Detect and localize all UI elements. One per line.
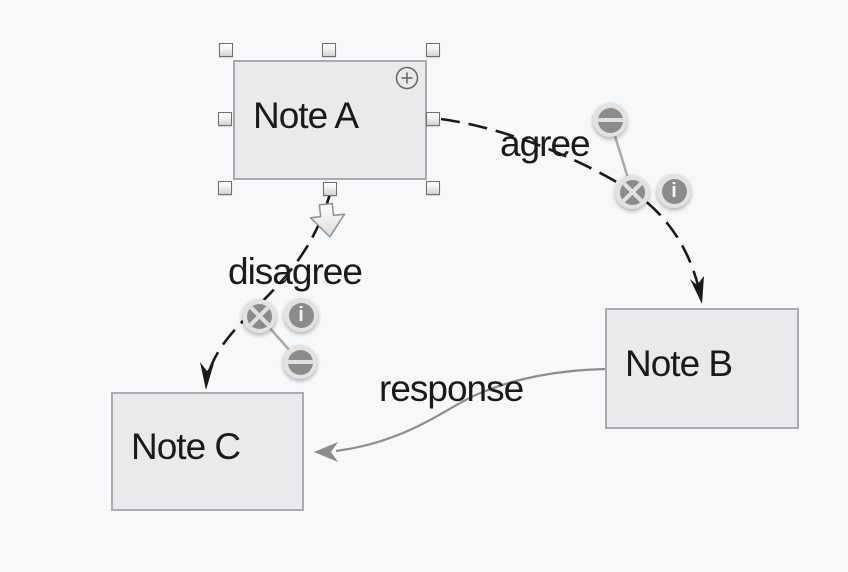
info-button[interactable]: i — [284, 298, 318, 332]
note-b-label: Note B — [625, 343, 733, 384]
resize-handle-bottom-middle[interactable] — [323, 182, 337, 196]
info-icon: i — [288, 302, 314, 328]
note-c-label: Note C — [131, 426, 241, 467]
remove-button[interactable] — [283, 345, 317, 379]
resize-handle-top-middle[interactable] — [322, 43, 336, 57]
minus-icon — [597, 107, 623, 133]
disagree-arrowhead — [200, 362, 214, 390]
response-connection-line — [335, 367, 606, 453]
connection-label-disagree: disagree — [228, 251, 363, 292]
resize-handle-top-left[interactable] — [219, 43, 233, 57]
resize-handle-top-right[interactable] — [426, 43, 440, 57]
plus-icon[interactable] — [395, 66, 419, 90]
note-a-label: Note A — [253, 94, 359, 136]
delete-connection-button[interactable] — [242, 299, 276, 333]
resize-handle-bottom-left[interactable] — [218, 181, 232, 195]
connection-label-response: response — [379, 368, 524, 409]
note-a[interactable]: Note A — [233, 60, 427, 180]
response-arrowhead — [314, 442, 338, 462]
drag-down-arrow-icon[interactable] — [309, 202, 346, 238]
connection-label-agree: agree — [500, 123, 591, 164]
resize-handle-bottom-right[interactable] — [426, 181, 440, 195]
info-button[interactable]: i — [657, 174, 691, 208]
minus-icon — [287, 349, 313, 375]
note-c[interactable]: Note C — [111, 392, 304, 511]
response-connection[interactable] — [314, 367, 606, 462]
info-icon: i — [661, 178, 687, 204]
delete-connection-button[interactable] — [615, 175, 649, 209]
remove-button[interactable] — [593, 103, 627, 137]
note-b[interactable]: Note B — [605, 308, 799, 429]
x-icon — [246, 303, 272, 329]
x-icon — [619, 179, 645, 205]
resize-handle-middle-right[interactable] — [426, 112, 440, 126]
resize-handle-middle-left[interactable] — [218, 112, 232, 126]
agree-arrowhead — [690, 276, 704, 304]
